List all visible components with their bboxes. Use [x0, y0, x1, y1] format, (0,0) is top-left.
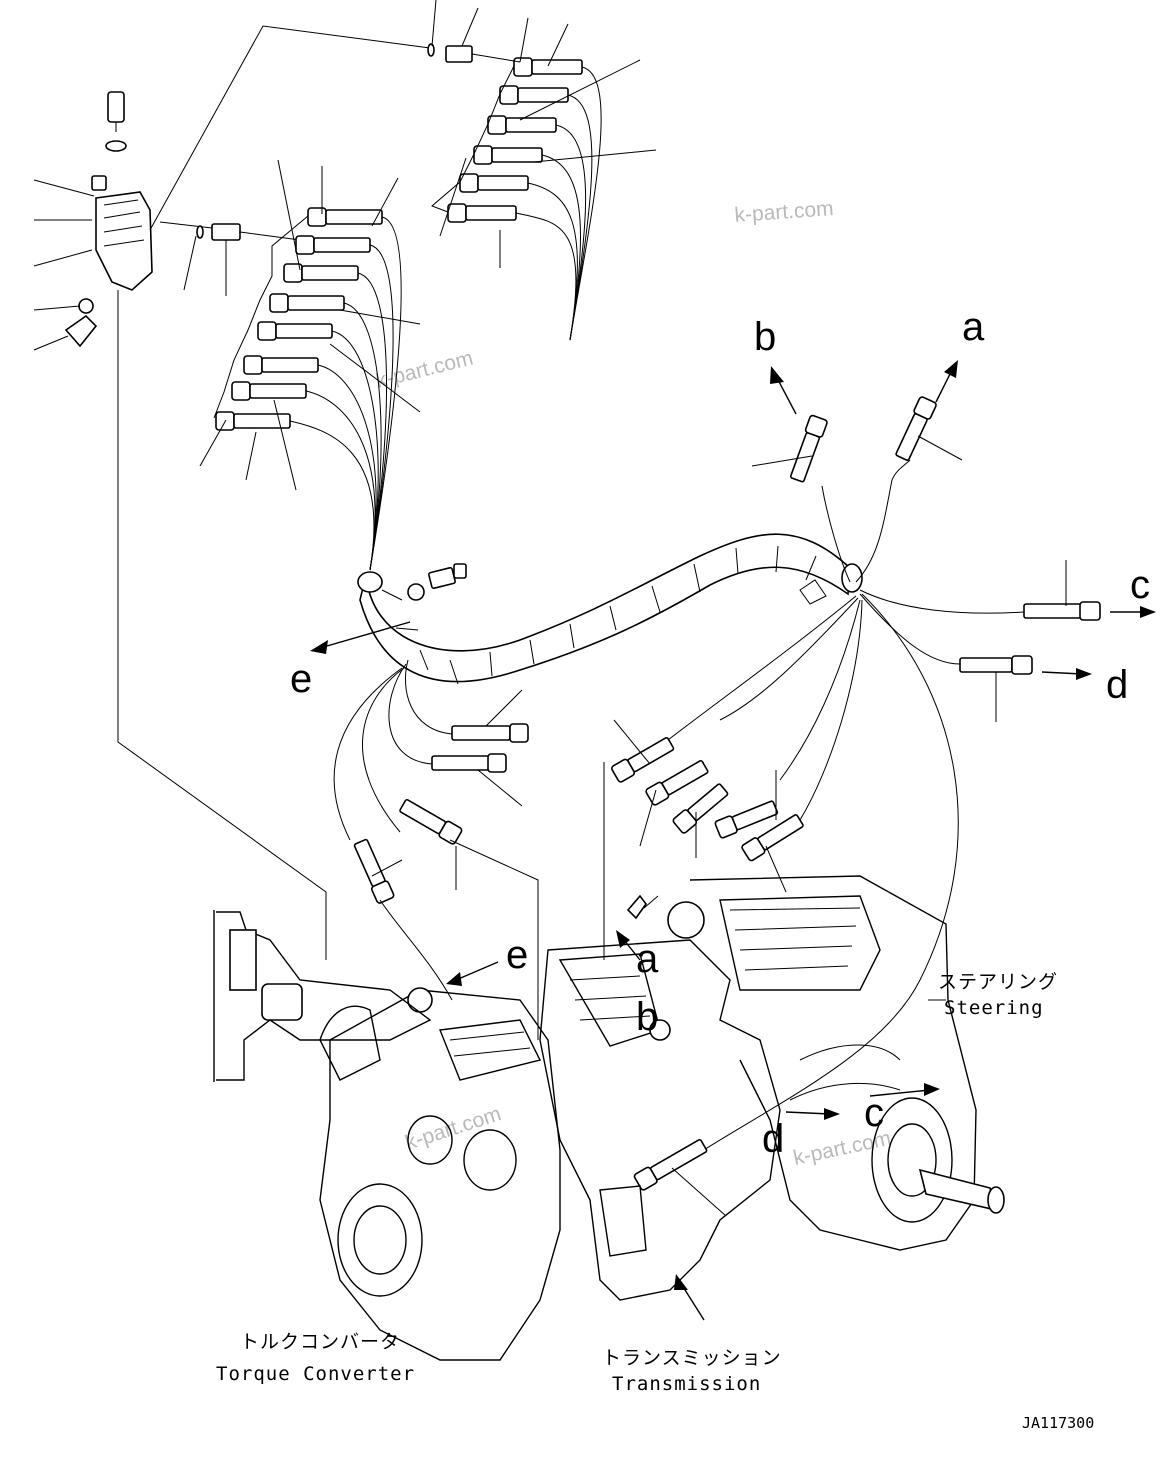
- connection-label-c: c: [1130, 563, 1150, 607]
- leader-line: [213, 215, 309, 419]
- transmission-unit: [539, 894, 781, 1321]
- connection-label-d: d: [1106, 663, 1128, 707]
- hose-nut: [447, 203, 467, 223]
- hose-end: [531, 59, 583, 75]
- hose-end: [275, 323, 333, 339]
- hose-end: [477, 175, 529, 191]
- hose-end: [301, 265, 359, 281]
- transmission-label-jp: トランスミッション: [602, 1347, 782, 1369]
- connection-label-a: a: [962, 305, 985, 349]
- torque-converter-unit: [213, 910, 561, 1361]
- drawing-code: JA117300: [1022, 1414, 1094, 1432]
- hose-nut: [295, 235, 315, 255]
- leader-line: [339, 309, 421, 325]
- hose-nut: [513, 57, 533, 77]
- hose-connector: [215, 411, 375, 571]
- hose-end: [325, 209, 383, 225]
- leader-line: [273, 399, 297, 491]
- watermark: k-part.com: [734, 197, 835, 227]
- hose-nut: [231, 381, 251, 401]
- steering-unit: [667, 875, 1005, 1251]
- left-hose-group: [199, 159, 421, 571]
- hose-line: [317, 364, 377, 571]
- hose-connector: [459, 173, 578, 341]
- hose-line: [541, 154, 582, 341]
- lower-left-branch-hoses: [333, 659, 539, 1040]
- watermark: k-part.com: [374, 347, 476, 393]
- hose-nut: [257, 321, 277, 341]
- connection-label-b: b: [754, 315, 776, 359]
- leader-line: [329, 343, 421, 413]
- connection-label-c: c: [864, 1091, 884, 1135]
- connection-label-d: d: [762, 1117, 784, 1161]
- hose-end: [313, 237, 371, 253]
- connection-label-a: a: [636, 937, 659, 981]
- hose-line: [515, 212, 577, 341]
- leader-line: [277, 159, 301, 271]
- steering-label-jp: ステアリング: [938, 971, 1058, 993]
- right-branch-hoses: [603, 360, 1156, 1217]
- hose-line: [305, 390, 376, 571]
- hose-nut: [243, 355, 263, 375]
- hose-connector: [447, 203, 577, 341]
- leader-line: [533, 149, 657, 163]
- leader-line: [439, 157, 467, 237]
- hose-nut: [307, 207, 327, 227]
- upper-hose-group: [431, 17, 657, 341]
- hose-end: [505, 117, 557, 133]
- hose-line: [289, 420, 375, 571]
- hose-nut: [487, 115, 507, 135]
- hose-end: [491, 147, 543, 163]
- leader-line: [519, 17, 529, 63]
- steering-label-en: Steering: [944, 997, 1044, 1019]
- leader-line: [199, 419, 227, 467]
- leader-line: [245, 431, 257, 481]
- connection-label-e: e: [290, 657, 312, 701]
- hose-end: [233, 413, 291, 429]
- hose-connector: [231, 381, 376, 571]
- hose-line: [527, 182, 578, 341]
- leader-line: [371, 177, 399, 227]
- hose-line: [331, 330, 379, 571]
- leader-line: [431, 65, 515, 213]
- connector-bracket: [33, 25, 431, 960]
- main-harness-sleeve: [310, 533, 863, 685]
- hose-end: [465, 205, 517, 221]
- hose-connector: [473, 145, 582, 341]
- hose-nut: [269, 293, 289, 313]
- torque-converter-label-jp: トルクコンバータ: [240, 1331, 400, 1353]
- leader-line: [547, 23, 569, 67]
- hose-end: [249, 383, 307, 399]
- transmission-label-en: Transmission: [612, 1373, 761, 1395]
- hose-connector: [499, 85, 593, 341]
- hose-end: [261, 357, 319, 373]
- top-fitting: [427, 0, 521, 63]
- connection-label-e: e: [506, 933, 528, 977]
- hose-end: [287, 295, 345, 311]
- watermark: k-part.com: [402, 1102, 503, 1155]
- leader-line: [519, 59, 641, 121]
- torque-converter-label-en: Torque Converter: [216, 1363, 415, 1385]
- connection-label-b: b: [636, 995, 658, 1039]
